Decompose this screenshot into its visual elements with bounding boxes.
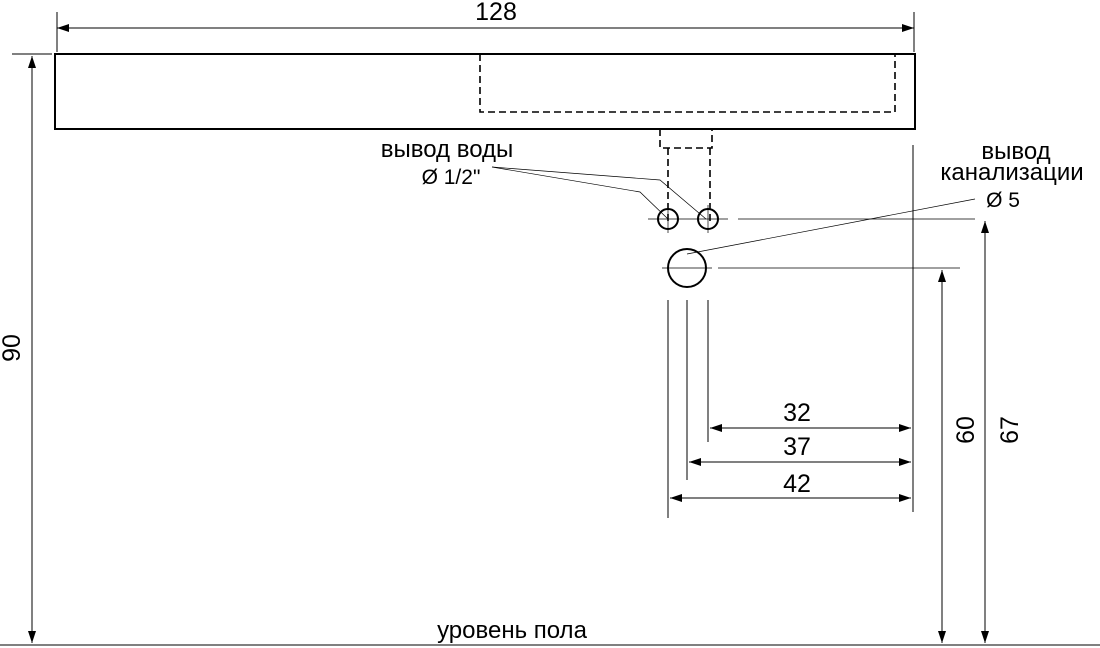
siphon-body-hidden — [667, 148, 711, 225]
dim-label-offset-37: 37 — [783, 433, 811, 461]
dim-label-offset-32: 32 — [783, 399, 811, 427]
floor-level-label: уровень пола — [437, 617, 588, 644]
dim-label-height-drain: 60 — [952, 416, 980, 444]
dim-label-width: 128 — [475, 0, 517, 26]
drain-diameter-label: Ø 5 — [986, 189, 1020, 212]
basin-hidden-outline — [479, 54, 896, 113]
dim-label-height-water: 67 — [996, 416, 1024, 444]
siphon-neck-hidden — [659, 129, 713, 149]
water-leader-right — [491, 166, 707, 220]
countertop-outline — [54, 53, 916, 130]
water-diameter-label: Ø 1/2" — [422, 166, 481, 189]
water-outlet-label: вывод воды — [381, 136, 514, 163]
dim-label-offset-42: 42 — [783, 470, 811, 498]
dim-label-height-total: 90 — [0, 334, 26, 362]
water-leader-left — [491, 166, 669, 220]
drain-leader — [686, 198, 976, 255]
drain-outlet-label-line2: канализации — [940, 159, 1083, 186]
drain-outlet-label-line1: вывод — [981, 138, 1050, 165]
